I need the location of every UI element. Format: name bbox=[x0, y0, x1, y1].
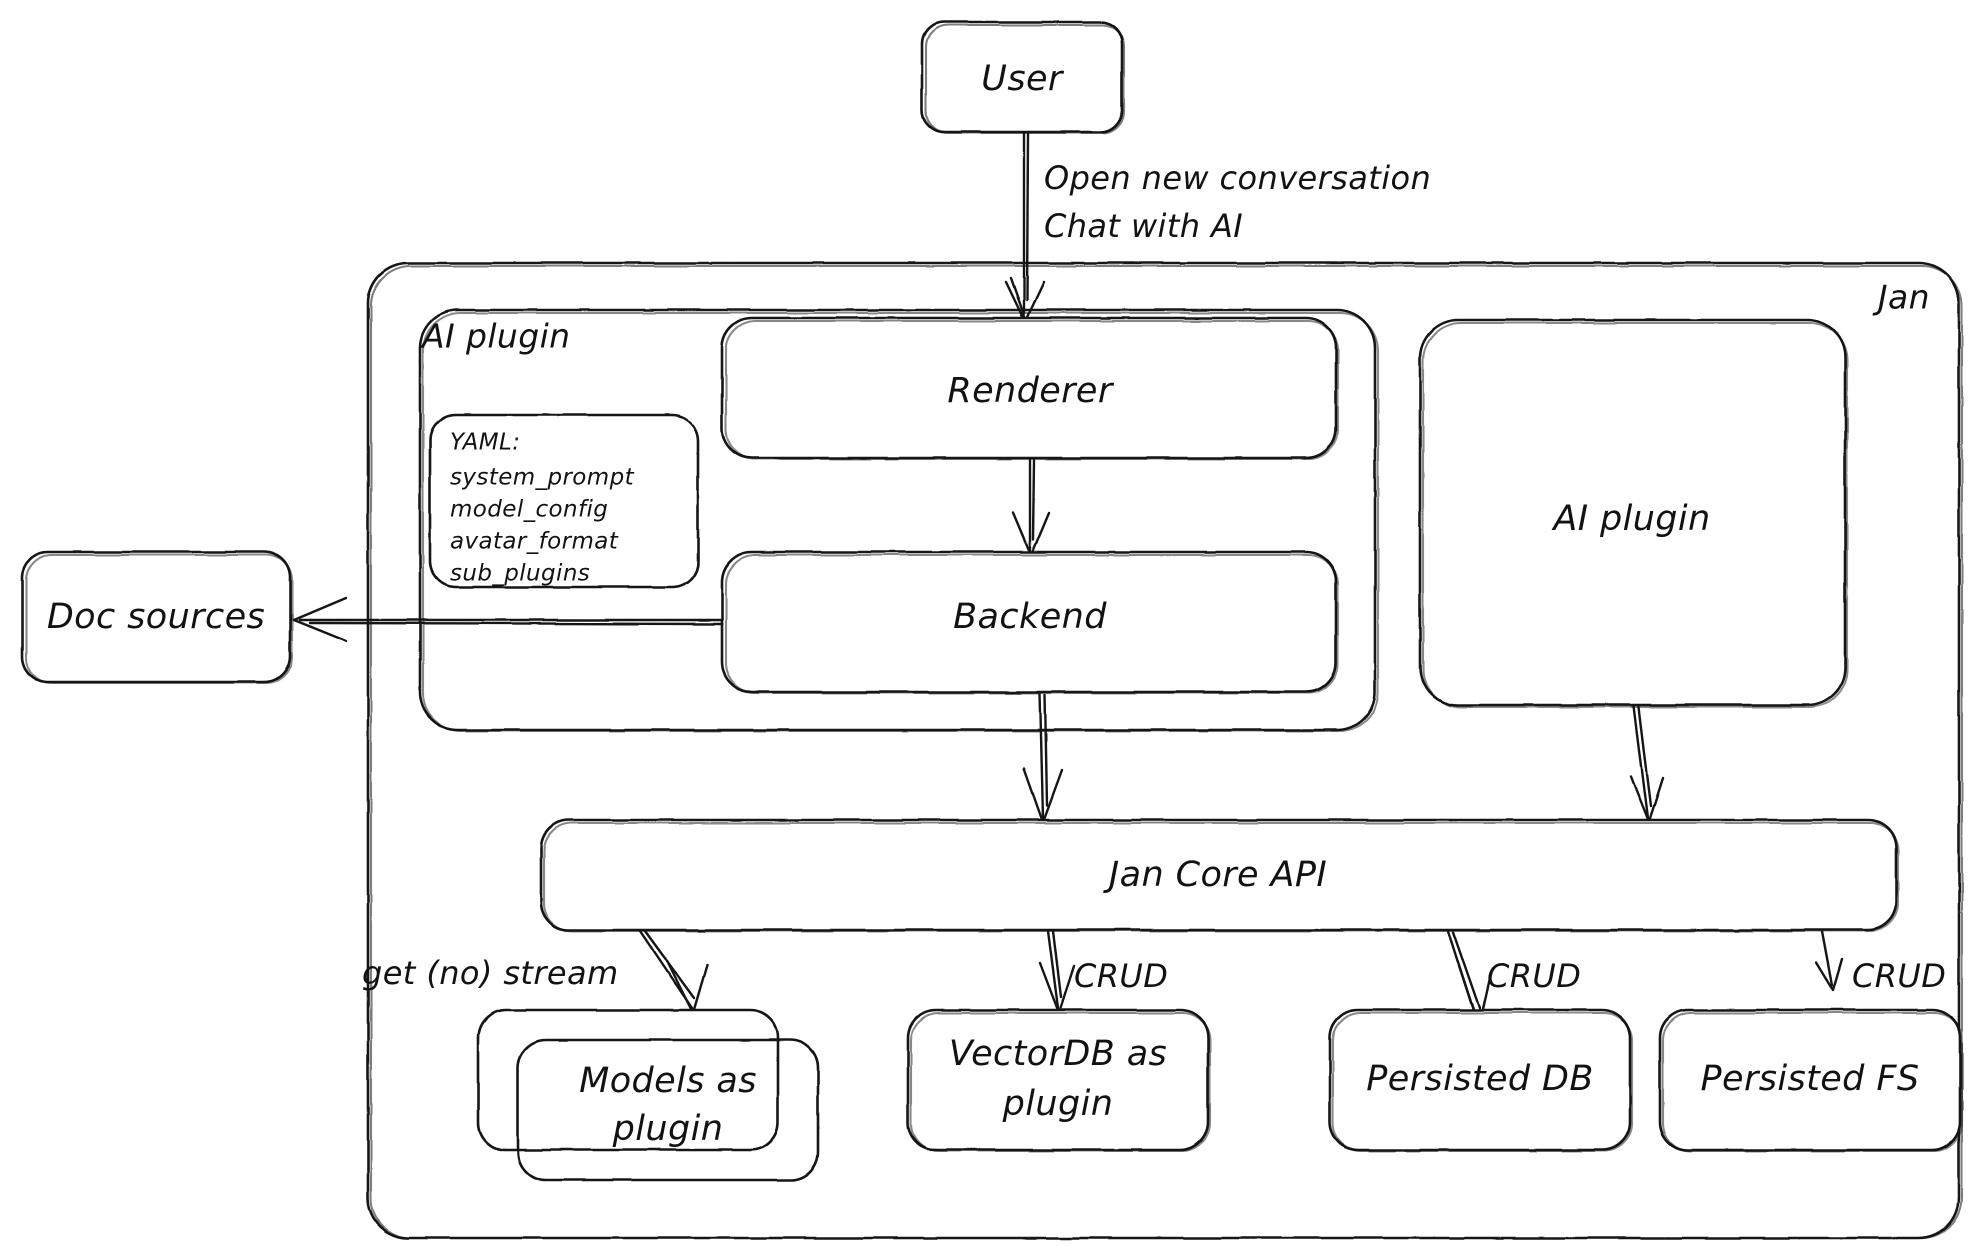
edge-backend-to-doc-sources bbox=[292, 596, 724, 643]
note-yaml-key-2: avatar_format bbox=[450, 529, 619, 555]
note-yaml-heading: YAML: bbox=[450, 430, 520, 456]
edge-core-to-vectordb-label: CRUD bbox=[1074, 957, 1168, 995]
group-ai-plugin-label: AI plugin bbox=[420, 317, 570, 356]
edge-core-to-fs-label: CRUD bbox=[1852, 957, 1946, 995]
node-persisted-db-label: Persisted DB bbox=[1366, 1059, 1594, 1099]
note-yaml-key-3: sub_plugins bbox=[450, 561, 590, 587]
node-jan-core-api[interactable]: Jan Core API bbox=[539, 818, 1900, 933]
node-ai-plugin-label: AI plugin bbox=[1551, 499, 1710, 539]
node-vectordb-plugin-label-line2: plugin bbox=[1002, 1084, 1114, 1124]
edge-user-label-line2: Chat with AI bbox=[1044, 207, 1243, 245]
node-persisted-fs-label: Persisted FS bbox=[1701, 1059, 1920, 1099]
group-jan-label: Jan bbox=[1872, 278, 1930, 317]
node-jan-core-api-label: Jan Core API bbox=[1103, 855, 1327, 895]
node-vectordb-plugin[interactable]: VectorDB as plugin bbox=[906, 1008, 1212, 1153]
edge-core-to-db-label: CRUD bbox=[1487, 957, 1581, 995]
node-renderer-label: Renderer bbox=[947, 371, 1115, 411]
edge-core-to-db: CRUD bbox=[1446, 929, 1581, 1029]
note-yaml-key-0: system_prompt bbox=[450, 465, 635, 491]
node-vectordb-plugin-label-line1: VectorDB as bbox=[949, 1034, 1167, 1074]
node-persisted-db[interactable]: Persisted DB bbox=[1328, 1008, 1634, 1153]
node-models-plugin-label-line1: Models as bbox=[579, 1061, 757, 1101]
node-doc-sources-label: Doc sources bbox=[47, 597, 265, 637]
node-backend[interactable]: Backend bbox=[720, 550, 1340, 695]
note-yaml-key-1: model_config bbox=[450, 497, 608, 523]
edge-user-label-line1: Open new conversation bbox=[1044, 159, 1431, 197]
node-models-plugin[interactable]: Models as plugin bbox=[476, 1008, 820, 1182]
edge-user-to-renderer: Open new conversation Chat with AI bbox=[1004, 131, 1431, 324]
node-user[interactable]: User bbox=[920, 20, 1126, 135]
edge-core-to-fs: CRUD bbox=[1814, 929, 1946, 995]
node-backend-label: Backend bbox=[953, 597, 1107, 637]
edge-core-to-vectordb: CRUD bbox=[1038, 929, 1168, 1015]
note-yaml: YAML: system_prompt model_config avatar_… bbox=[428, 413, 700, 589]
node-doc-sources[interactable]: Doc sources bbox=[20, 550, 294, 685]
node-models-plugin-label-line2: plugin bbox=[612, 1109, 724, 1149]
node-renderer[interactable]: Renderer bbox=[720, 316, 1340, 461]
node-ai-plugin[interactable]: AI plugin bbox=[1418, 318, 1849, 709]
node-persisted-fs[interactable]: Persisted FS bbox=[1658, 1008, 1964, 1153]
node-user-label: User bbox=[981, 59, 1065, 99]
edge-core-to-models-label: get (no) stream bbox=[362, 954, 619, 992]
